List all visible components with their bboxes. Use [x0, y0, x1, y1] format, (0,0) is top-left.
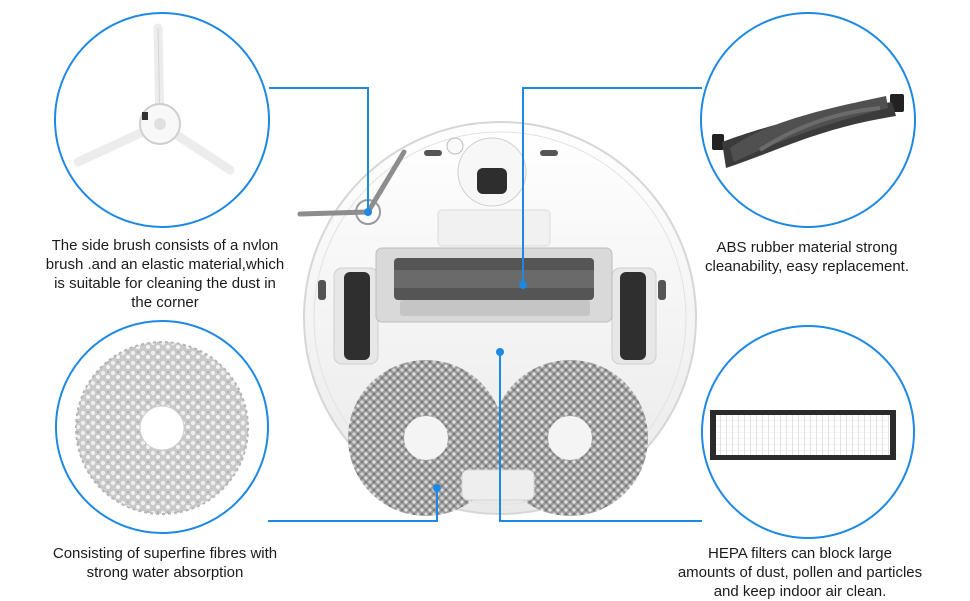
hepa-filter-callout	[701, 325, 915, 539]
connector-dots	[364, 208, 527, 492]
hepa-filter-caption-line: and keep indoor air clean.	[713, 583, 887, 600]
side-brush-callout	[54, 12, 270, 228]
main-brush-caption: ABS rubber material strong cleanability,…	[662, 238, 952, 276]
mop-pad-caption-line: strong water absorption	[86, 564, 244, 581]
mop-pad-callout	[55, 320, 269, 534]
side-brush-caption-line: the corner	[131, 294, 199, 311]
robot-vacuum	[297, 121, 697, 516]
hepa-filter-caption-line: HEPA filters can block large	[708, 545, 892, 562]
mop-pad-caption: Consisting of superfine fibres with stro…	[20, 544, 310, 582]
side-brush-caption-line: The side brush consists of a nvlon	[51, 237, 279, 254]
roller-brush-icon	[712, 94, 904, 168]
side-brush-caption: The side brush consists of a nvlon brush…	[20, 236, 310, 312]
main-brush-caption-line: cleanability, easy replacement.	[705, 258, 909, 275]
connector-lines	[268, 87, 702, 522]
side-brush-caption-line: is suitable for cleaning the dust in	[54, 275, 276, 292]
hepa-filter-caption-line: amounts of dust, pollen and particles	[677, 564, 923, 581]
hepa-filter-icon	[710, 410, 896, 460]
side-brush-icon	[73, 23, 235, 175]
hepa-filter-caption: HEPA filters can block large amounts of …	[640, 544, 960, 601]
mop-pad-icon	[75, 341, 249, 515]
mop-pad-caption-line: Consisting of superfine fibres with	[52, 545, 278, 562]
side-brush-caption-line: brush .and an elastic material,which	[45, 256, 285, 273]
main-brush-callout	[700, 12, 916, 228]
main-brush-caption-line: ABS rubber material strong	[716, 239, 898, 256]
